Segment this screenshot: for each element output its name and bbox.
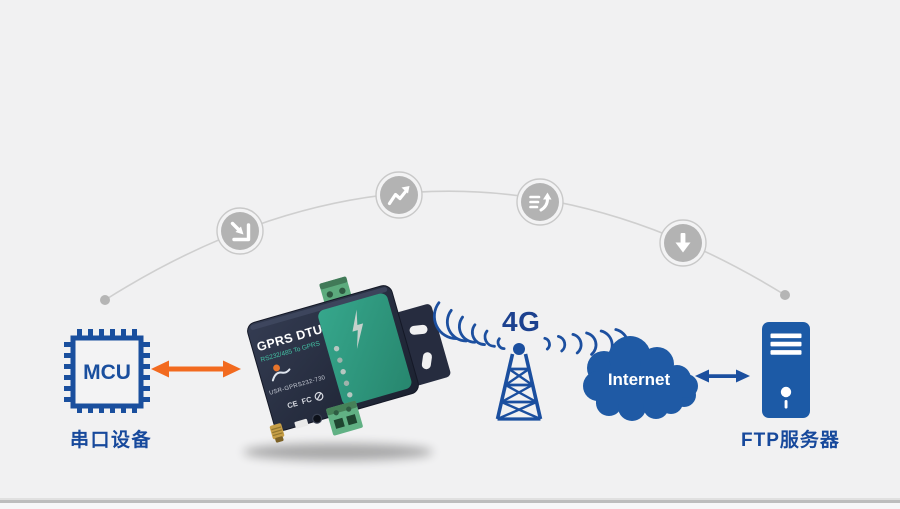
fcc-mark-text: FC xyxy=(301,395,314,407)
badge-disk xyxy=(521,183,559,221)
bottom-strip xyxy=(0,503,900,509)
chip-pins xyxy=(64,329,150,413)
ftp-server-caption: FTP服务器 xyxy=(741,430,840,451)
serial-device-caption: 串口设备 xyxy=(70,430,153,451)
arc-badge-1 xyxy=(216,207,264,255)
list-export-icon xyxy=(529,192,552,212)
process-arc xyxy=(100,171,790,305)
mcu-chip-icon: MCU xyxy=(64,329,150,413)
signal-tower-icon xyxy=(495,343,543,421)
rohs-mark-icon xyxy=(314,391,324,401)
device-leds xyxy=(333,345,353,398)
usb-port xyxy=(294,418,309,429)
device-shadow xyxy=(243,443,433,461)
arc-endpoint-right xyxy=(780,290,790,300)
import-arrow-icon xyxy=(230,221,251,242)
flange-slot xyxy=(409,324,428,335)
bottom-divider-highlight xyxy=(0,498,900,500)
server-power-light xyxy=(780,386,792,398)
flange-slot xyxy=(421,352,432,370)
arc-endpoint-left xyxy=(100,295,110,305)
device-bottom-terminal xyxy=(326,400,363,436)
badge-disk xyxy=(380,176,418,214)
lightning-icon xyxy=(352,309,364,350)
mcu-dtu-arrow xyxy=(151,360,241,378)
device-top-highlight xyxy=(250,287,388,330)
power-jack xyxy=(312,413,323,424)
internet-label: Internet xyxy=(607,370,671,389)
wifi-waves-left xyxy=(432,301,506,351)
ftp-server-icon xyxy=(762,322,810,418)
device-teal-panel xyxy=(318,293,412,406)
chip-body xyxy=(70,335,144,409)
arc-badge-4 xyxy=(659,219,707,267)
trend-up-icon xyxy=(387,186,410,206)
usr-logo-icon xyxy=(271,364,291,382)
antenna-sma-connector xyxy=(269,423,285,443)
internet-cloud xyxy=(583,336,698,421)
arc-badge-2 xyxy=(375,171,423,219)
bottom-divider xyxy=(0,500,900,503)
chip-label: MCU xyxy=(83,361,131,384)
cloud-server-arrow xyxy=(695,369,750,383)
network-4g-label: 4G xyxy=(502,306,541,337)
gprs-dtu-device: GPRS DTU RS232/485 To GPRS USR-GPRS232-7… xyxy=(247,276,451,443)
server-power-stem xyxy=(784,400,788,409)
arc-badge-3 xyxy=(516,178,564,226)
ce-mark-text: CE xyxy=(286,399,298,411)
server-vent-bars xyxy=(770,333,802,355)
download-arrow-icon xyxy=(675,233,691,253)
